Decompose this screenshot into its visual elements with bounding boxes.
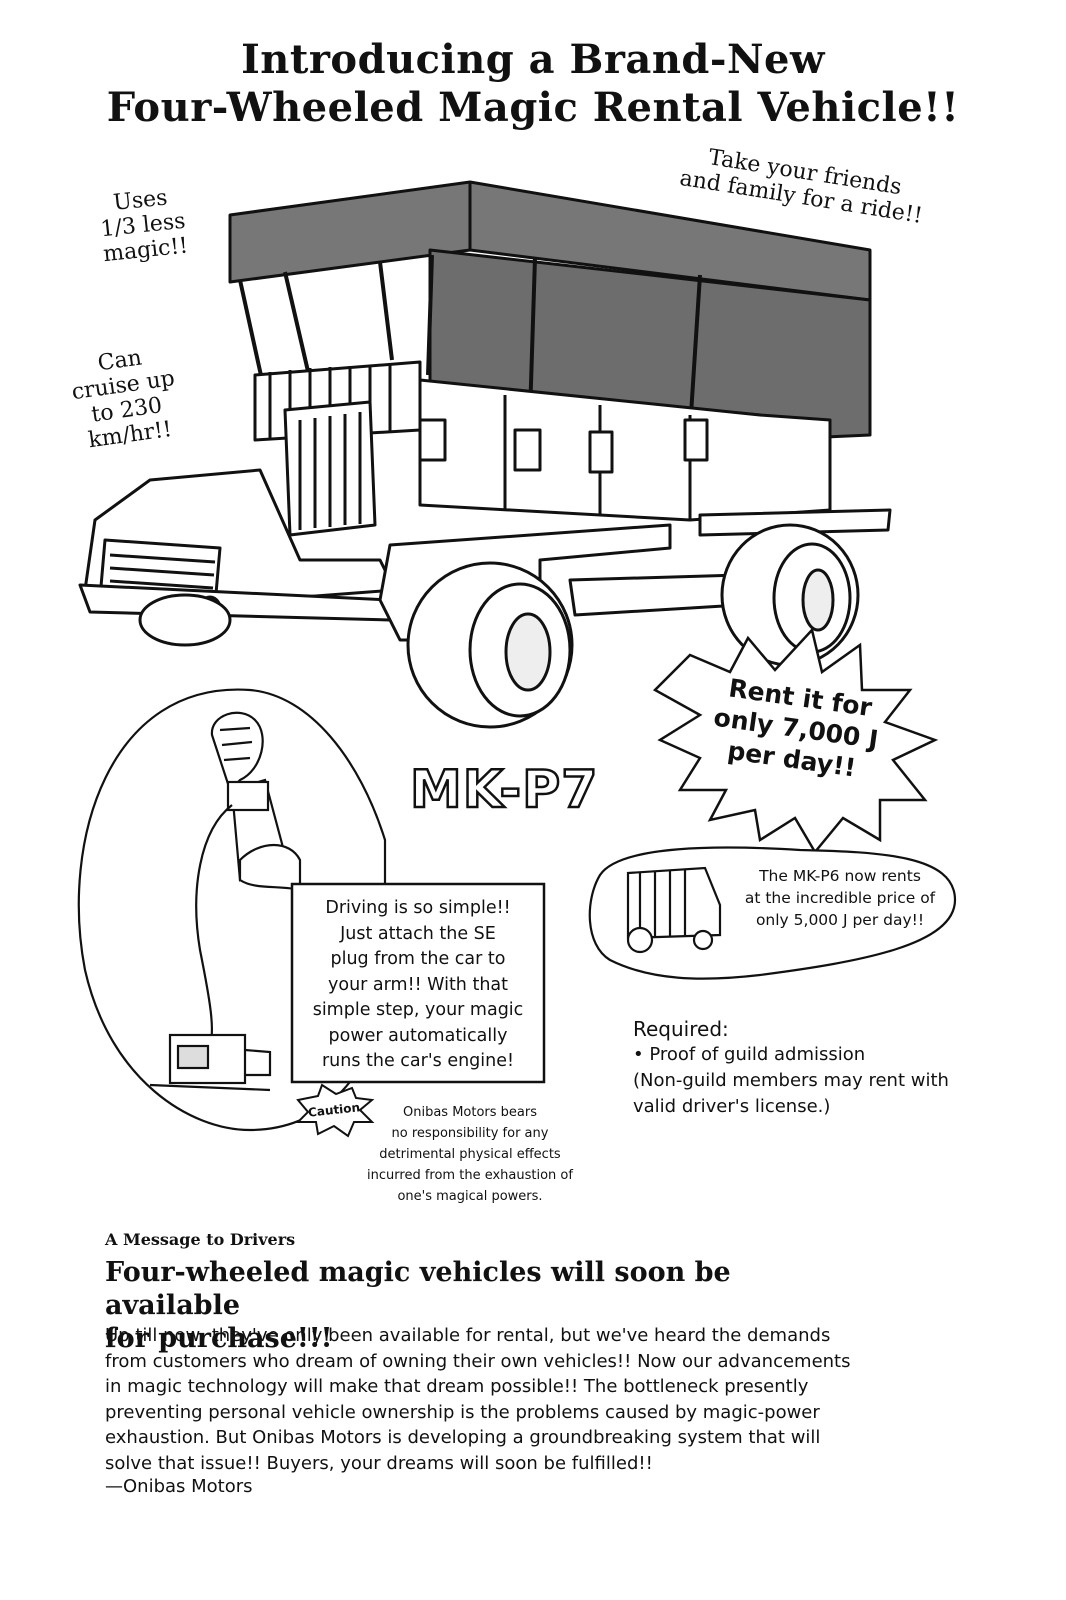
callout-less-magic: Uses 1/3 less magic!! bbox=[84, 182, 201, 268]
message-label: A Message to Drivers bbox=[105, 1230, 296, 1249]
instruction-line: Just attach the SE bbox=[340, 923, 496, 944]
instruction-line: your arm!! With that bbox=[328, 974, 508, 995]
instruction-line: plug from the car to bbox=[330, 949, 506, 969]
body-line: from customers who dream of owning their… bbox=[105, 1350, 851, 1372]
title-line-2: Four-Wheeled Magic Rental Vehicle!! bbox=[106, 84, 960, 131]
driving-box-frame bbox=[290, 882, 546, 1084]
message-body: Up till now, they've only been available… bbox=[105, 1323, 955, 1476]
disclaimer-line: one's magical powers. bbox=[397, 1189, 543, 1204]
body-line: preventing personal vehicle ownership is… bbox=[105, 1401, 820, 1423]
body-line: Up till now, they've only been available… bbox=[105, 1325, 831, 1346]
vehicle-body bbox=[418, 378, 832, 522]
title-line-1: Introducing a Brand-New bbox=[241, 36, 825, 83]
caution-burst bbox=[295, 1083, 375, 1138]
callout-cruise-speed: Can cruise up to 230 km/hr!! bbox=[54, 339, 197, 456]
disclaimer-line: detrimental physical effects bbox=[379, 1147, 561, 1162]
page-title: Introducing a Brand-New Four-Wheeled Mag… bbox=[0, 36, 1066, 132]
requirements-heading: Required: bbox=[633, 1017, 729, 1041]
message-signature: —Onibas Motors bbox=[105, 1476, 253, 1497]
mk-p6-offer: The MK-P6 now rents at the incredible pr… bbox=[730, 865, 950, 931]
caution-disclaimer: Onibas Motors bears no responsibility fo… bbox=[350, 1102, 590, 1207]
requirement-item: (Non-guild members may rent with bbox=[633, 1070, 949, 1091]
disclaimer-line: incurred from the exhaustion of bbox=[367, 1168, 573, 1183]
disclaimer-line: no responsibility for any bbox=[391, 1126, 549, 1141]
mk-p6-panel bbox=[588, 846, 957, 980]
rent-burst bbox=[652, 627, 939, 855]
disclaimer-line: Onibas Motors bears bbox=[402, 1105, 537, 1120]
requirement-item: valid driver's license.) bbox=[633, 1096, 831, 1117]
driving-instructions: Driving is so simple!! Just attach the S… bbox=[300, 896, 536, 1075]
headline-line: for purchase!!! bbox=[105, 1323, 333, 1354]
headline-line: Four-wheeled magic vehicles will soon be… bbox=[105, 1257, 731, 1321]
instruction-line: Driving is so simple!! bbox=[325, 898, 511, 918]
offer-line: The MK-P6 now rents bbox=[759, 867, 921, 885]
offer-line: at the incredible price of bbox=[744, 889, 936, 907]
model-name: MK-P7 bbox=[409, 759, 599, 822]
offer-line: only 5,000 J per day!! bbox=[755, 911, 925, 929]
body-line: solve that issue!! Buyers, your dreams w… bbox=[105, 1452, 653, 1474]
message-headline: Four-wheeled magic vehicles will soon be… bbox=[105, 1256, 865, 1355]
instruction-line: runs the car's engine! bbox=[321, 1051, 515, 1071]
body-line: exhaustion. But Onibas Motors is develop… bbox=[105, 1427, 821, 1448]
instruction-line: simple step, your magic bbox=[312, 1000, 524, 1020]
requirement-item: • Proof of guild admission bbox=[633, 1044, 866, 1065]
requirements: Required: • Proof of guild admission (No… bbox=[633, 1016, 993, 1120]
instruction-line: power automatically bbox=[328, 1025, 508, 1046]
vehicle-illustration bbox=[78, 180, 892, 729]
body-line: in magic technology will make that dream… bbox=[105, 1376, 809, 1397]
